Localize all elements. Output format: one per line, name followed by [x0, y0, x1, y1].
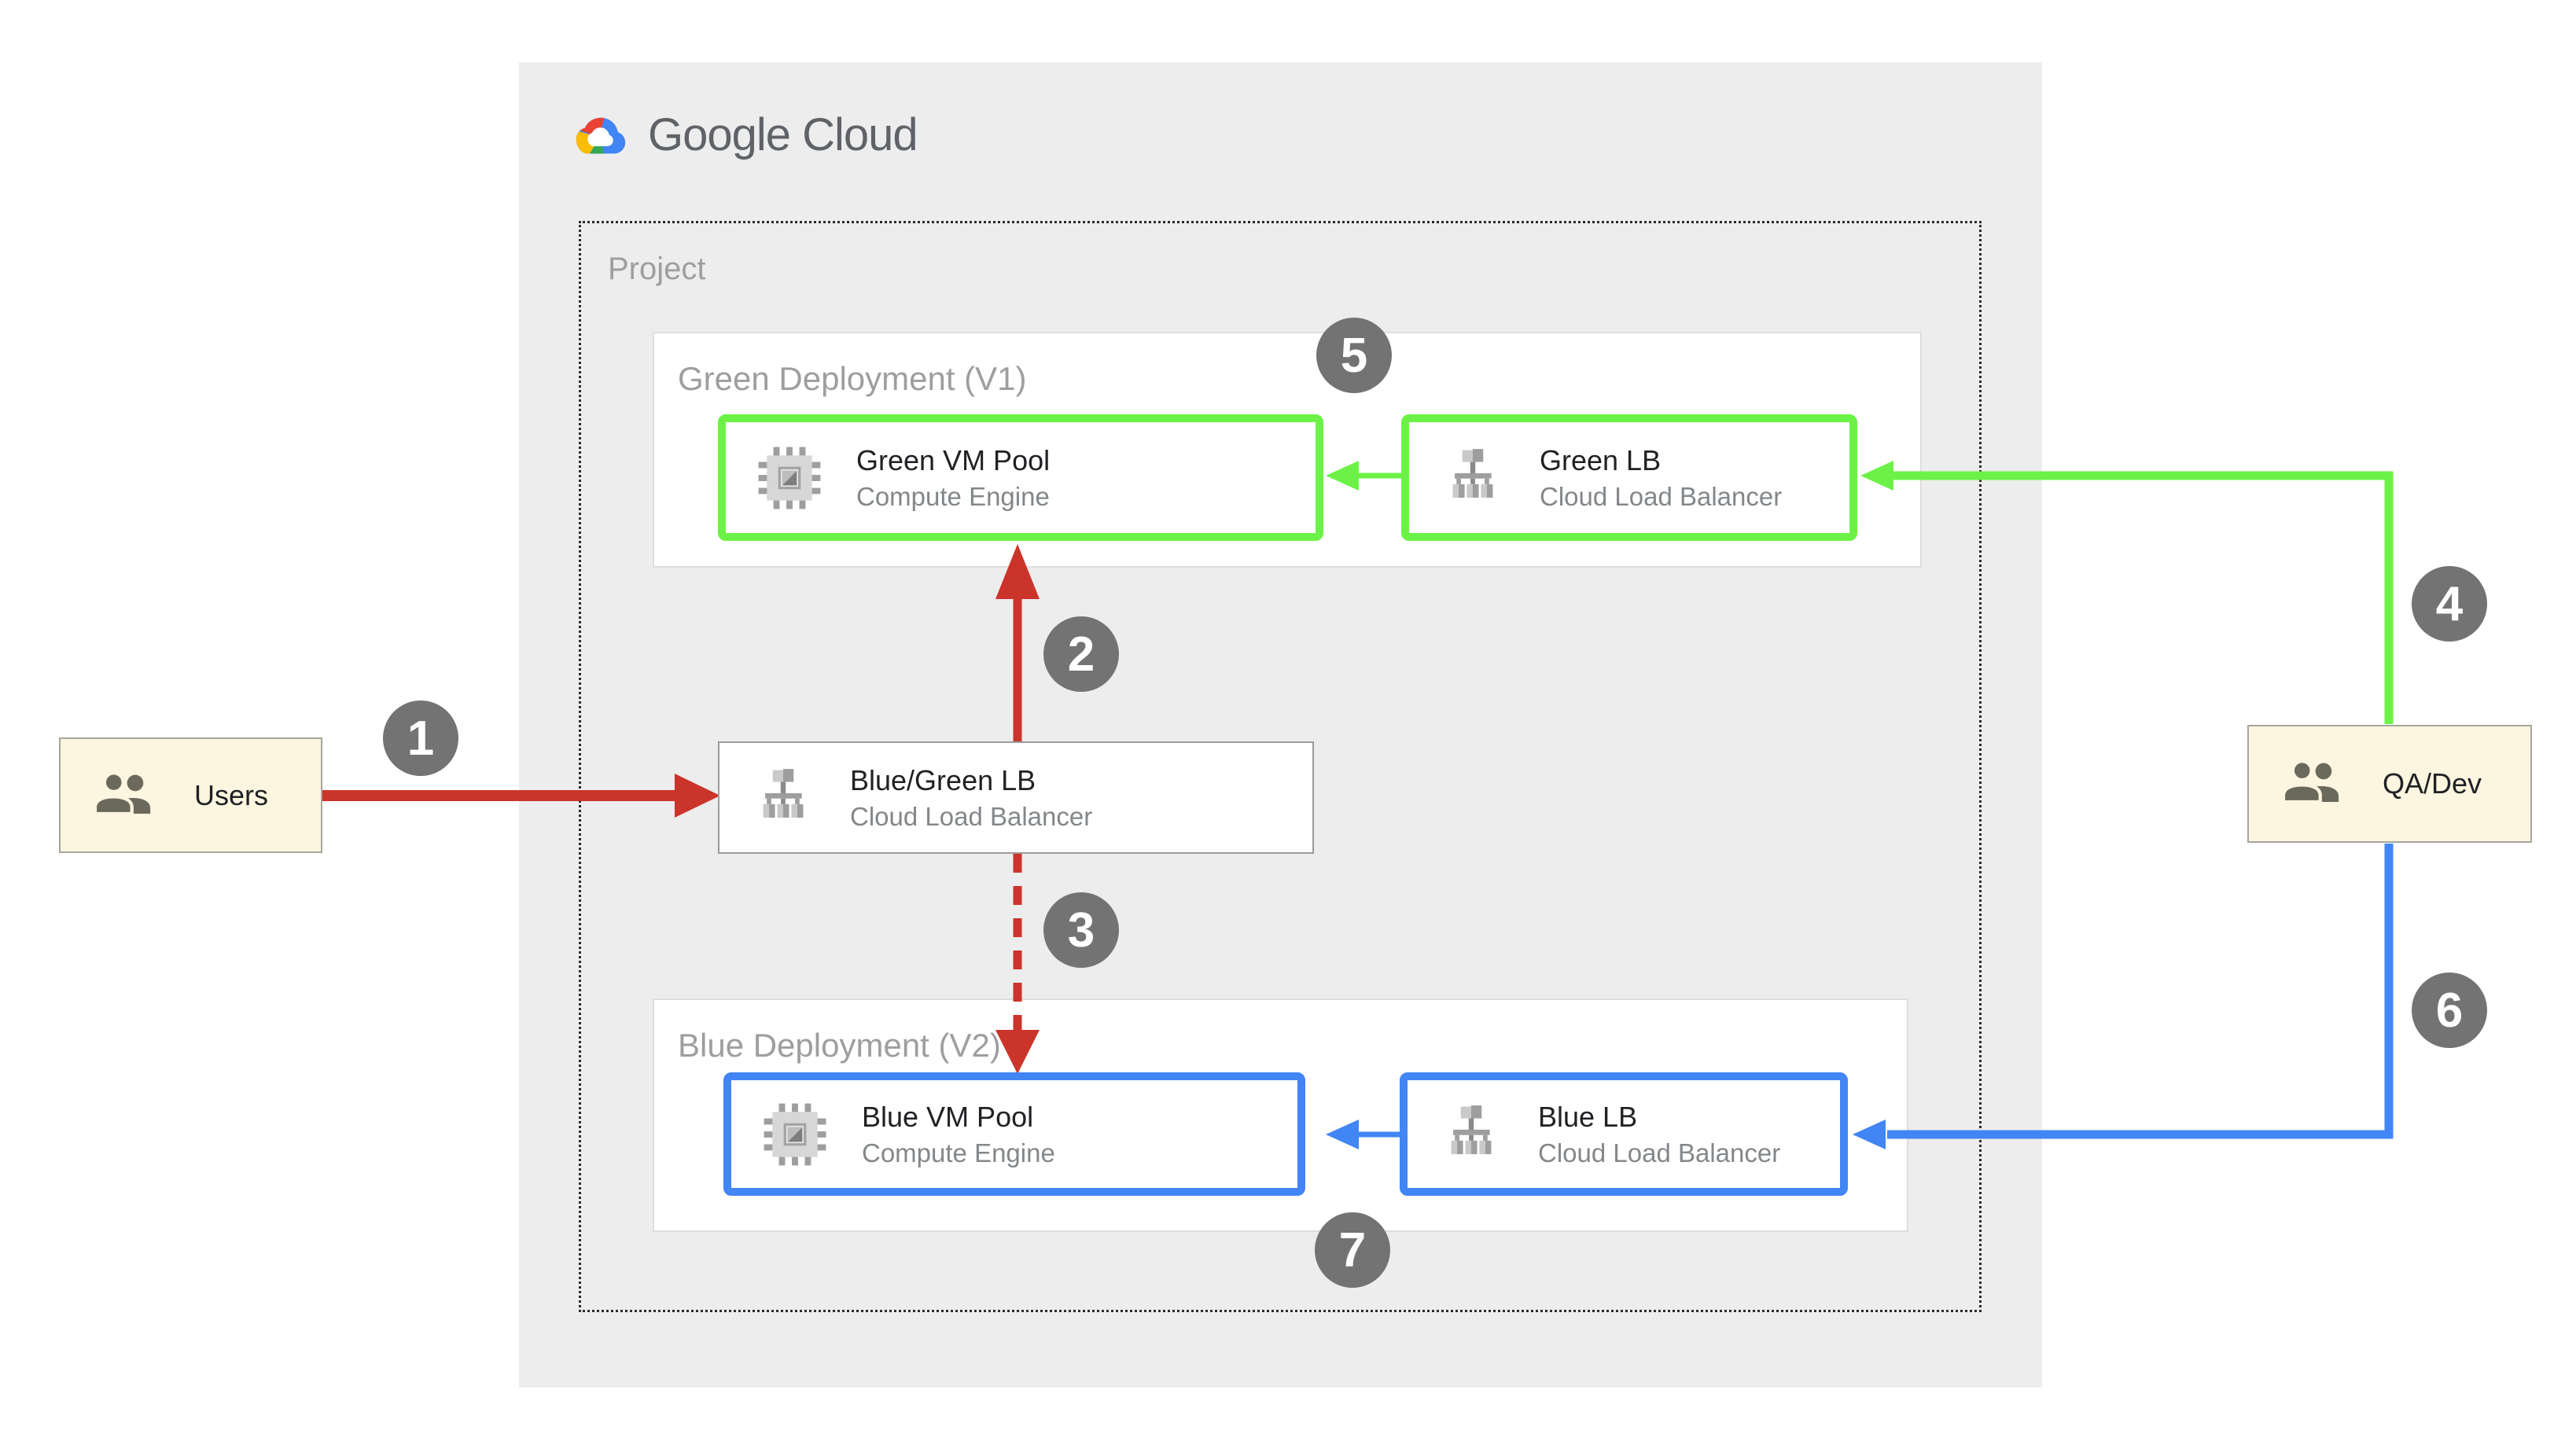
node-subtitle: Compute Engine: [862, 1138, 1055, 1168]
step-badge-6: 6: [2412, 973, 2487, 1048]
node-title: Blue VM Pool: [862, 1100, 1034, 1133]
step-badge-2: 2: [1043, 616, 1119, 692]
step-badge-1: 1: [383, 700, 458, 776]
green-deployment-label: Green Deployment (V1): [678, 360, 1027, 397]
node-blue-lb: Blue LB Cloud Load Balancer: [1400, 1072, 1848, 1196]
step-badge-5: 5: [1316, 318, 1392, 393]
users-label: Users: [194, 778, 269, 811]
step-badge-3: 3: [1043, 892, 1119, 968]
node-blue-vm-pool: Blue VM Pool Compute Engine: [723, 1072, 1305, 1196]
node-subtitle: Cloud Load Balancer: [1540, 482, 1783, 512]
node-subtitle: Compute Engine: [856, 482, 1050, 512]
blue-deployment-label: Blue Deployment (V2): [678, 1027, 1001, 1064]
compute-engine-icon: [764, 1103, 826, 1165]
load-balancer-icon: [763, 768, 804, 818]
load-balancer-icon: [1451, 1105, 1492, 1154]
node-green-vm-pool: Green VM Pool Compute Engine: [718, 414, 1323, 541]
users-icon: [93, 770, 151, 815]
node-title: Blue/Green LB: [850, 763, 1036, 796]
project-label: Project: [608, 252, 706, 286]
users-icon: [2281, 759, 2339, 804]
step-badge-4: 4: [2412, 566, 2487, 642]
google-cloud-logo: Google Cloud: [572, 108, 918, 161]
node-title: Blue LB: [1538, 1100, 1638, 1133]
compute-engine-icon: [758, 447, 821, 509]
load-balancer-icon: [1452, 448, 1493, 498]
google-cloud-logo-text: Google Cloud: [648, 109, 918, 160]
node-subtitle: Cloud Load Balancer: [850, 802, 1093, 832]
node-green-lb: Green LB Cloud Load Balancer: [1401, 414, 1857, 541]
qa-dev-box: QA/Dev: [2247, 725, 2532, 843]
node-blue-green-lb: Blue/Green LB Cloud Load Balancer: [718, 741, 1314, 854]
step-badge-7: 7: [1315, 1212, 1390, 1288]
project-boundary: [579, 221, 1982, 1312]
users-box: Users: [59, 737, 322, 853]
google-cloud-logo-icon: [576, 117, 626, 153]
qa-dev-label: QA/Dev: [2383, 767, 2482, 800]
node-title: Green VM Pool: [856, 443, 1051, 476]
node-subtitle: Cloud Load Balancer: [1538, 1138, 1781, 1168]
node-title: Green LB: [1540, 443, 1662, 476]
